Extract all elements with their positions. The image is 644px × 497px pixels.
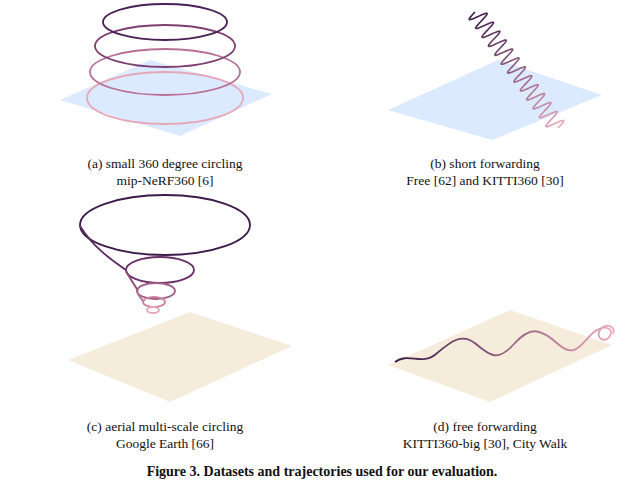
- multiscale-trajectory: [80, 195, 250, 313]
- ground-plane: [388, 310, 612, 402]
- circling-trajectory: [87, 4, 243, 124]
- ground-plane: [388, 60, 602, 140]
- free-trajectory: [395, 326, 614, 362]
- subfigure-label: (c) aerial multi-scale circling: [87, 420, 243, 435]
- dataset-label: Free [62] and KITTI360 [30]: [406, 174, 563, 189]
- subfigure-label: (a) small 360 degree circling: [87, 157, 242, 172]
- subfigure-label: (b) short forwarding: [430, 157, 539, 172]
- forward-trajectory: [469, 12, 564, 128]
- dataset-label: KITTI360-big [30], City Walk: [403, 437, 567, 452]
- figure-caption: Figure 3. Datasets and trajectories used…: [147, 464, 498, 480]
- ground-plane: [68, 312, 292, 402]
- dataset-label: Google Earth [66]: [116, 437, 214, 452]
- subfigure-label: (d) free forwarding: [433, 420, 536, 435]
- dataset-label: mip-NeRF360 [6]: [116, 174, 213, 189]
